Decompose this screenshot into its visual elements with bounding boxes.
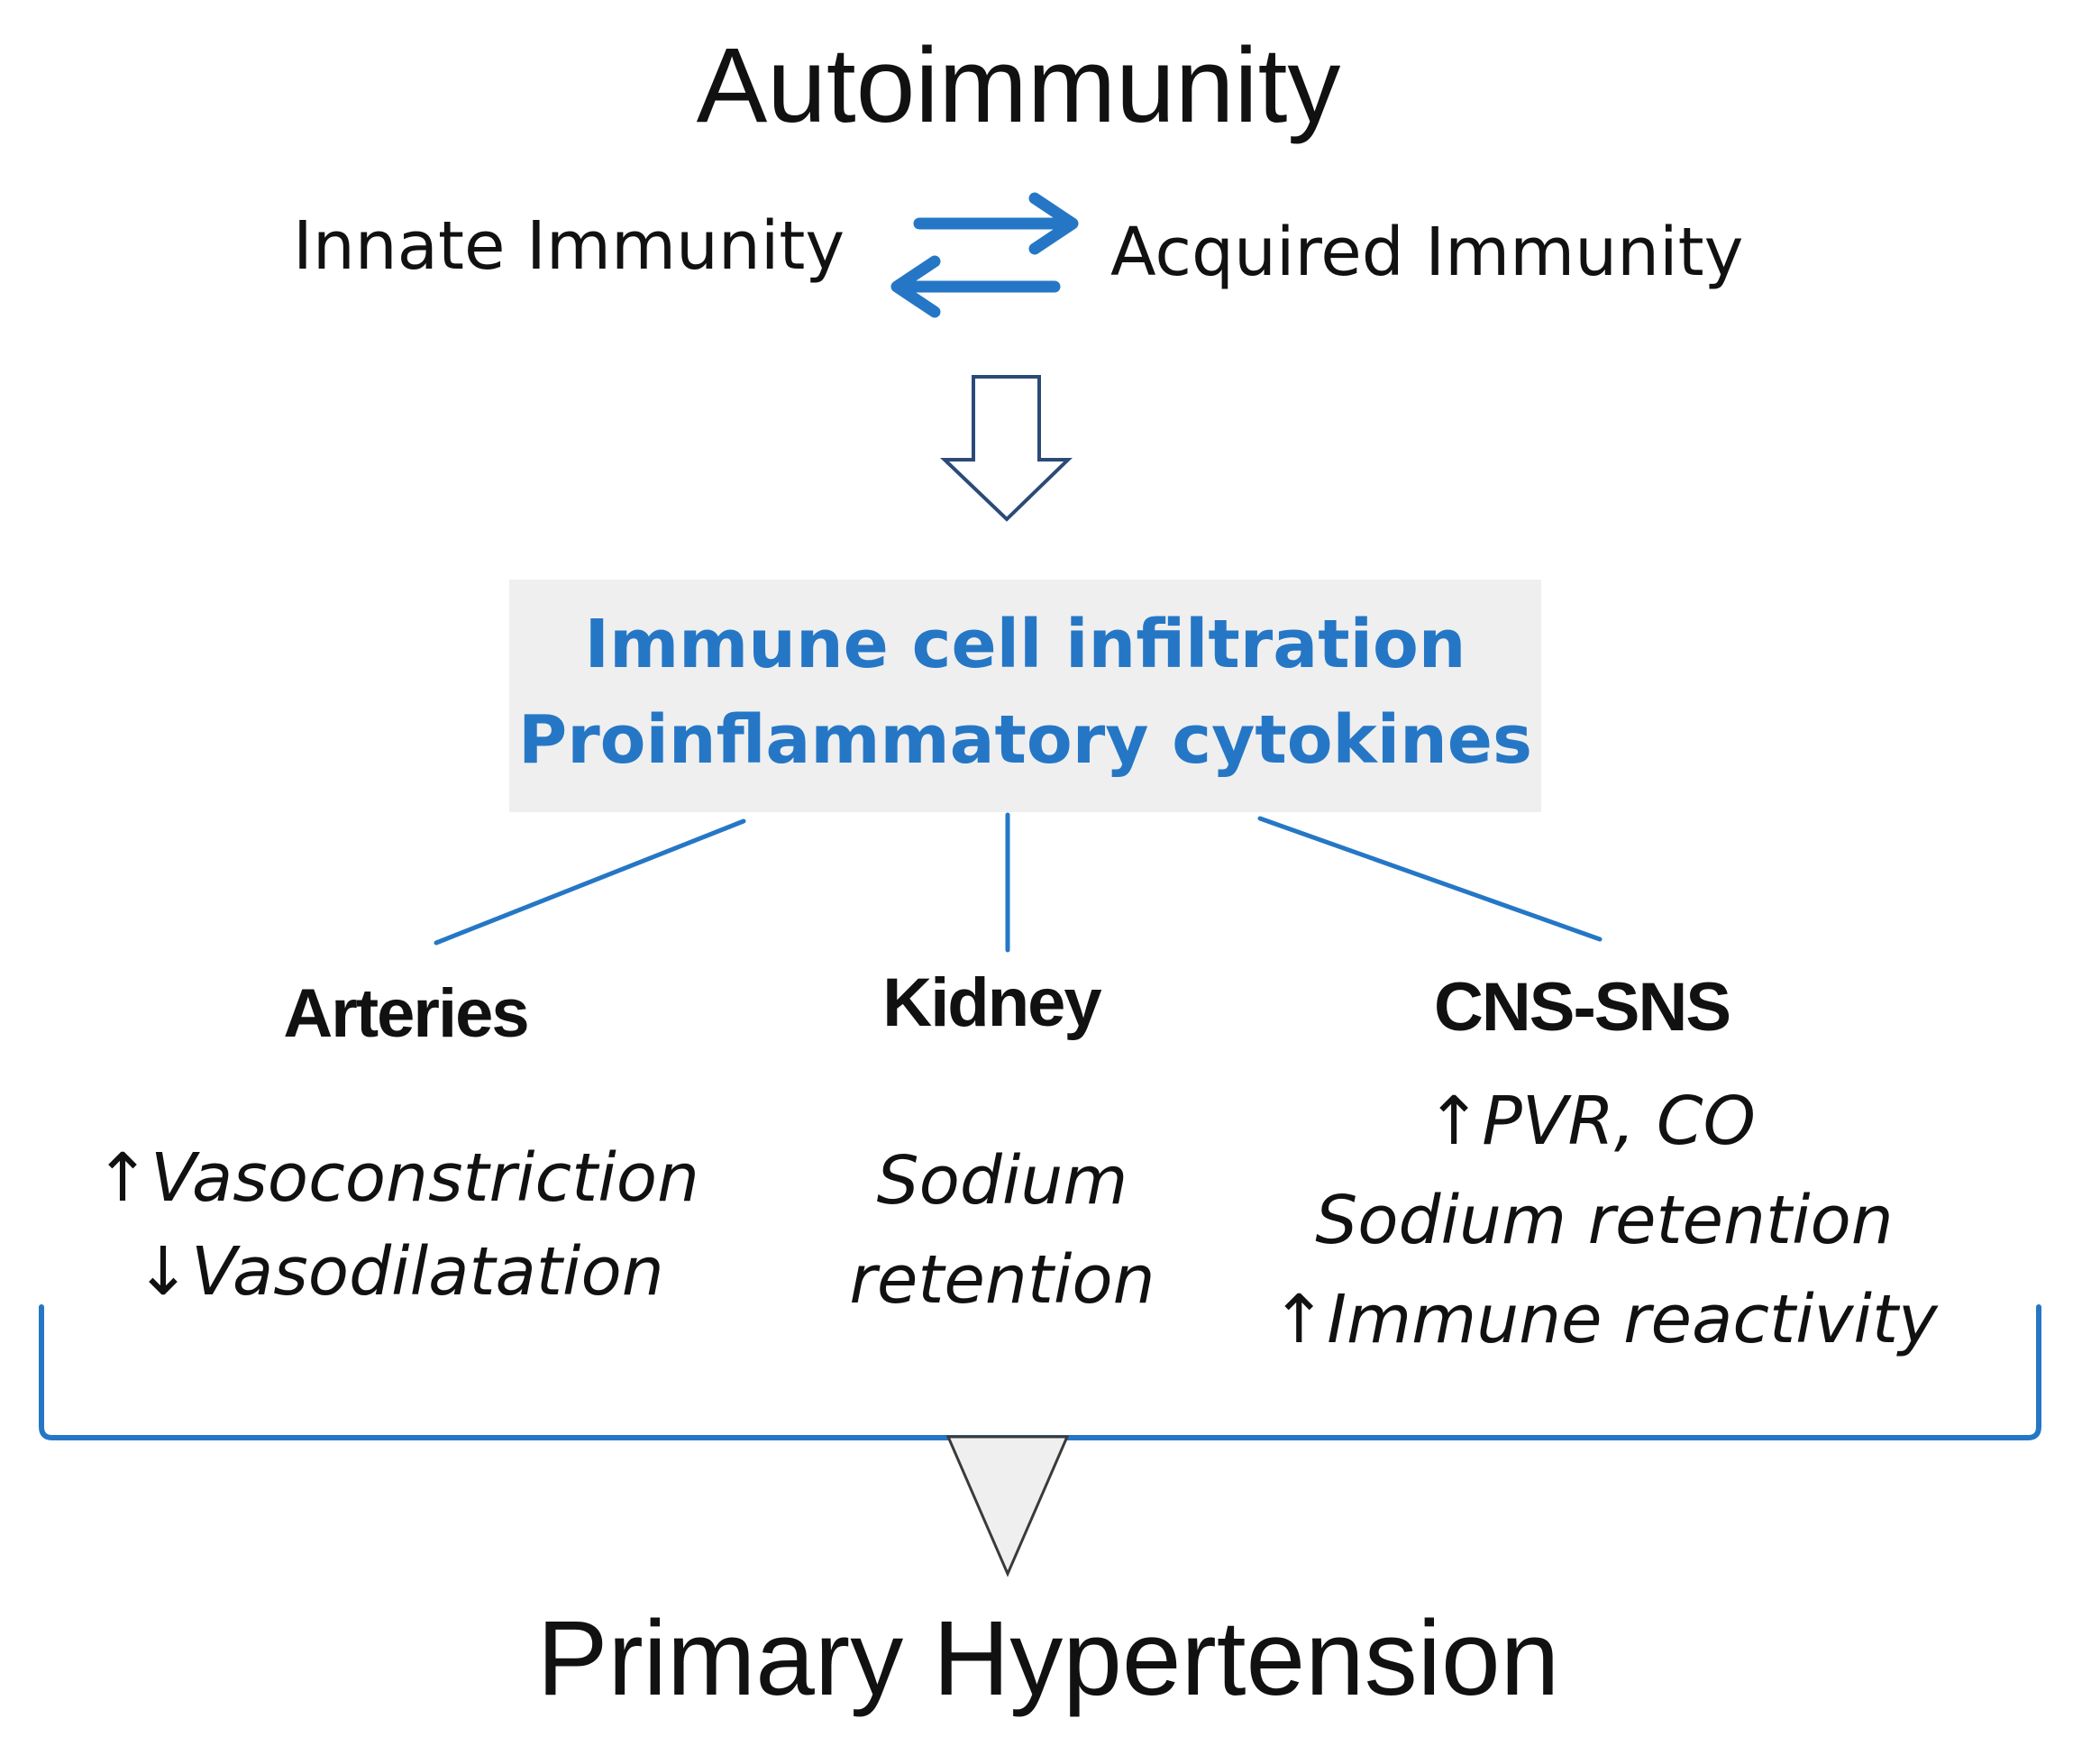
arrow-left-head <box>890 255 941 318</box>
arrow-right-head <box>1028 192 1079 255</box>
effect-text: Immune reactivity <box>1327 1281 1938 1358</box>
cns-effect-sodium-retention: Sodium retention <box>1315 1172 1893 1269</box>
arteries-effect-vasoconstriction: ↑Vasoconstriction <box>95 1129 699 1227</box>
up-arrow-icon: ↑ <box>1271 1281 1328 1358</box>
up-arrow-icon: ↑ <box>1426 1083 1483 1160</box>
exchange-arrows-icon <box>890 192 1079 318</box>
arteries-effect-vasodilatation: ↓Vasodilatation <box>135 1223 664 1321</box>
cns-effect-pvr-co: ↑PVR, CO <box>1426 1073 1756 1170</box>
branch-lines <box>434 812 1603 953</box>
outcome-label: Primary Hypertension <box>536 1599 1560 1718</box>
effect-text: Sodium retention <box>1315 1182 1894 1259</box>
mechanism-box: Immune cell infiltration Proinflammatory… <box>509 580 1541 812</box>
arteries-label: Arteries <box>283 975 529 1052</box>
effect-text: PVR, CO <box>1482 1083 1756 1160</box>
acquired-immunity-label: Acquired Immunity <box>1110 214 1744 291</box>
mechanism-line-cytokines: Proinflammatory cytokines <box>517 701 1533 779</box>
effect-text: Vasodilatation <box>191 1233 664 1311</box>
down-arrow-icon <box>940 375 1073 522</box>
kidney-label: Kidney <box>882 964 1101 1041</box>
diagram-title: Autoimmunity <box>696 26 1341 145</box>
branch-line-arteries <box>434 818 746 946</box>
kidney-effect-line-1: Sodium <box>876 1142 1128 1220</box>
up-arrow-icon: ↑ <box>95 1139 151 1217</box>
branch-line-cns <box>1257 816 1603 942</box>
cns-sns-label: CNS-SNS <box>1433 969 1731 1046</box>
outcome-arrow-icon <box>945 1435 1070 1577</box>
effect-text: Vasoconstriction <box>151 1139 699 1217</box>
innate-immunity-label: Innate Immunity <box>293 207 845 285</box>
cns-effect-immune-reactivity: ↑Immune reactivity <box>1271 1271 1938 1368</box>
mechanism-line-infiltration: Immune cell infiltration <box>584 606 1466 683</box>
down-arrow-icon: ↓ <box>135 1233 192 1311</box>
kidney-effect-line-2: retention <box>849 1241 1155 1319</box>
